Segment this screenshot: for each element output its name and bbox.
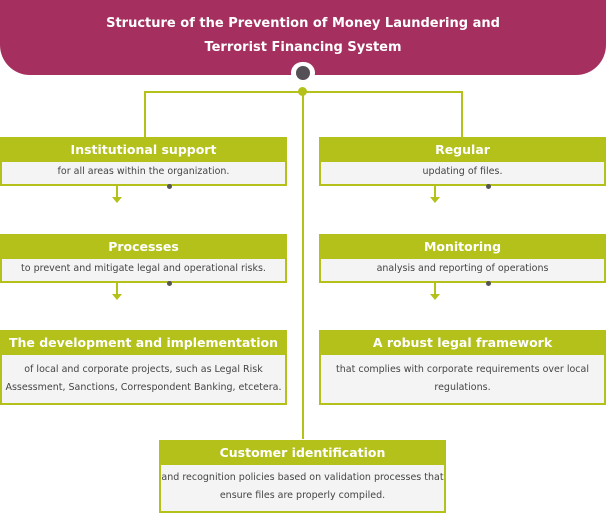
connector-knob-dot [296, 66, 310, 80]
box-customer-identification: Customer identification and recognition … [159, 440, 446, 513]
box-regular: Regular updating of files. [319, 137, 606, 186]
gray-dot [167, 184, 172, 189]
box-title: Processes [0, 234, 287, 259]
arrow-down-icon [112, 294, 122, 300]
box-title: The development and implementation [0, 330, 287, 355]
connector-node [298, 87, 307, 96]
gray-dot [486, 281, 491, 286]
box-text: updating of files. [319, 162, 606, 186]
box-title: Regular [319, 137, 606, 162]
box-text: to prevent and mitigate legal and operat… [0, 259, 287, 283]
box-text: of local and corporate projects, such as… [0, 355, 287, 405]
box-processes: Processes to prevent and mitigate legal … [0, 234, 287, 283]
connector-right-1 [434, 186, 436, 198]
arrow-down-icon [112, 197, 122, 203]
connector-left-1 [116, 186, 118, 198]
box-development-implementation: The development and implementation of lo… [0, 330, 287, 405]
connector-left-2 [116, 283, 118, 295]
connector-left-drop [144, 91, 146, 137]
gray-dot [486, 184, 491, 189]
diagram-title: Structure of the Prevention of Money Lau… [106, 16, 500, 55]
box-title: Customer identification [159, 440, 446, 465]
box-legal-framework: A robust legal framework that complies w… [319, 330, 606, 405]
box-text: analysis and reporting of operations [319, 259, 606, 283]
box-title: Monitoring [319, 234, 606, 259]
arrow-down-icon [430, 294, 440, 300]
gray-dot [167, 281, 172, 286]
box-text: and recognition policies based on valida… [159, 465, 446, 513]
box-institutional-support: Institutional support for all areas with… [0, 137, 287, 186]
connector-center-trunk [302, 91, 304, 439]
box-title: Institutional support [0, 137, 287, 162]
arrow-down-icon [430, 197, 440, 203]
box-monitoring: Monitoring analysis and reporting of ope… [319, 234, 606, 283]
box-title: A robust legal framework [319, 330, 606, 355]
box-text: that complies with corporate requirement… [319, 355, 606, 405]
box-text: for all areas within the organization. [0, 162, 287, 186]
connector-right-drop [461, 91, 463, 137]
connector-right-2 [434, 283, 436, 295]
